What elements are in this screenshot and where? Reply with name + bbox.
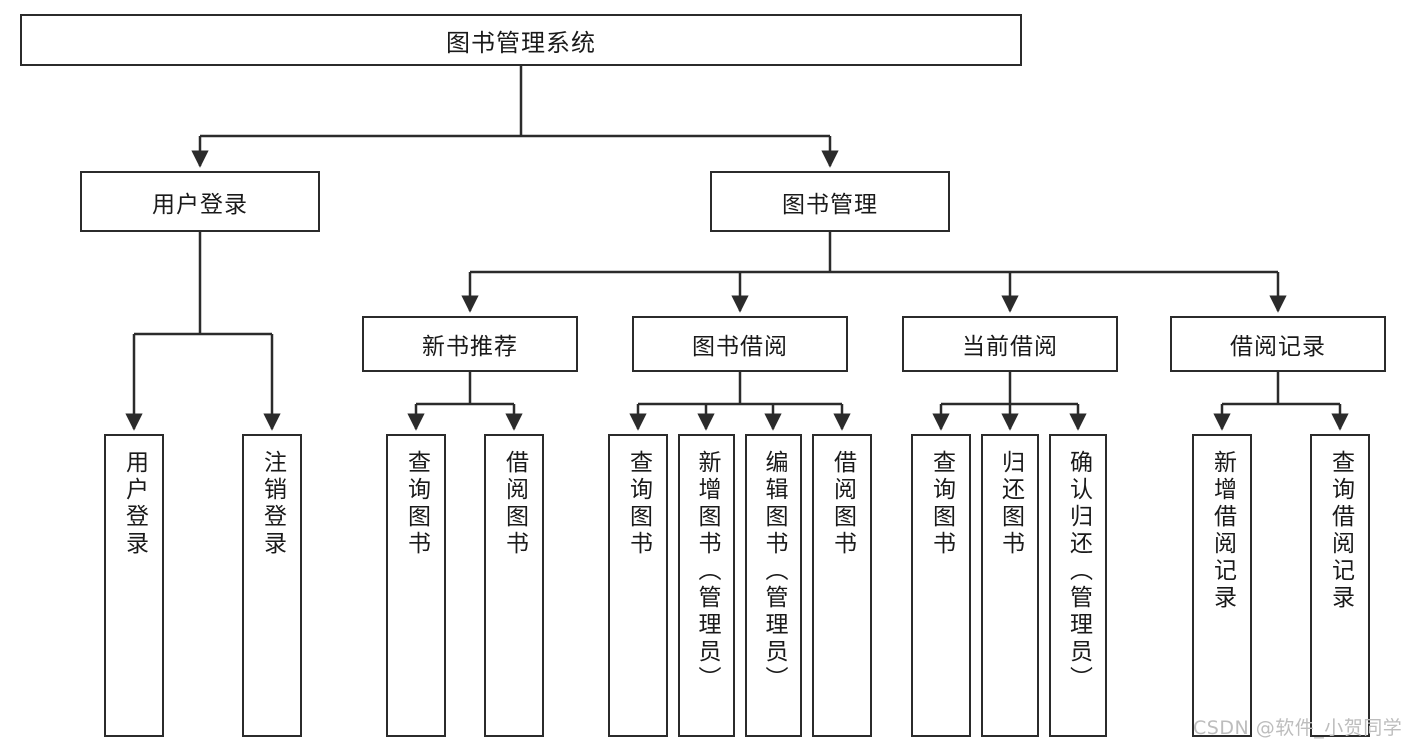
- node-borrow-record[interactable]: 借阅记录: [1170, 316, 1386, 372]
- leaf-label: 归还图书: [997, 450, 1024, 558]
- leaf-book-borrow-add[interactable]: 新增图书（管理员）: [678, 434, 735, 737]
- leaf-label: 编辑图书（管理员）: [761, 450, 787, 693]
- leaf-current-borrow-return[interactable]: 归还图书: [981, 434, 1039, 737]
- leaf-book-borrow-lend[interactable]: 借阅图书: [812, 434, 872, 737]
- node-book-management[interactable]: 图书管理: [710, 171, 950, 232]
- leaf-book-borrow-query[interactable]: 查询图书: [608, 434, 668, 737]
- node-user-login[interactable]: 用户登录: [80, 171, 320, 232]
- leaf-label: 查询图书: [403, 450, 430, 558]
- leaf-user-login-signout[interactable]: 注销登录: [242, 434, 302, 737]
- leaf-label: 用户登录: [121, 450, 148, 558]
- leaf-label: 注销登录: [259, 450, 286, 558]
- leaf-book-borrow-edit[interactable]: 编辑图书（管理员）: [745, 434, 802, 737]
- node-new-book-recommend[interactable]: 新书推荐: [362, 316, 578, 372]
- leaf-label: 借阅图书: [829, 450, 856, 558]
- leaf-label: 查询图书: [625, 450, 652, 558]
- node-current-borrow[interactable]: 当前借阅: [902, 316, 1118, 372]
- leaf-label: 查询借阅记录: [1327, 450, 1354, 612]
- leaf-label: 借阅图书: [501, 450, 528, 558]
- leaf-label: 新增借阅记录: [1209, 450, 1236, 612]
- leaf-label: 查询图书: [928, 450, 955, 558]
- leaf-borrow-record-query[interactable]: 查询借阅记录: [1310, 434, 1370, 737]
- leaf-borrow-record-add[interactable]: 新增借阅记录: [1192, 434, 1252, 737]
- leaf-label: 确认归还（管理员）: [1065, 450, 1092, 693]
- leaf-new-book-borrow[interactable]: 借阅图书: [484, 434, 544, 737]
- leaf-current-borrow-confirm[interactable]: 确认归还（管理员）: [1049, 434, 1107, 737]
- csdn-watermark: CSDN @软件_小贺同学: [1193, 717, 1403, 739]
- node-book-borrow[interactable]: 图书借阅: [632, 316, 848, 372]
- leaf-user-login-signin[interactable]: 用户登录: [104, 434, 164, 737]
- leaf-current-borrow-query[interactable]: 查询图书: [911, 434, 971, 737]
- node-root-system[interactable]: 图书管理系统: [20, 14, 1022, 66]
- leaf-new-book-query[interactable]: 查询图书: [386, 434, 446, 737]
- leaf-label: 新增图书（管理员）: [694, 450, 720, 693]
